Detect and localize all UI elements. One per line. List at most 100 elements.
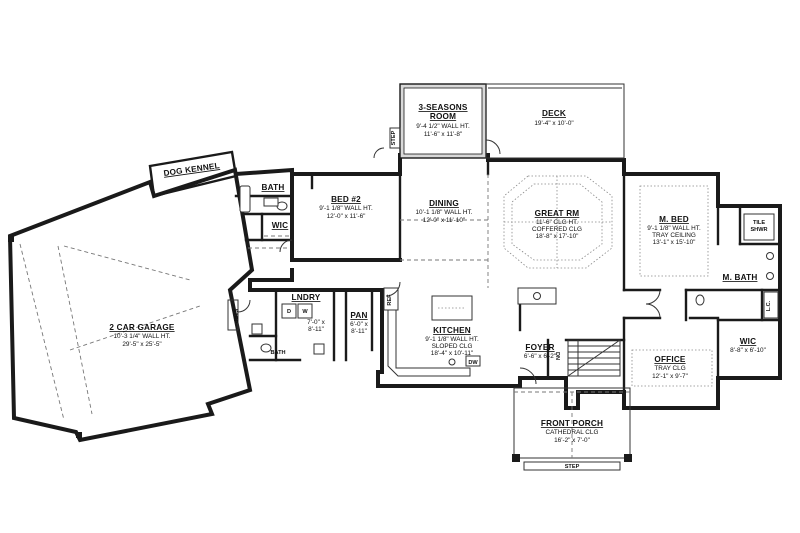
label-deck: DECK [542, 109, 566, 118]
house-exterior-wall [233, 153, 782, 410]
vanity [251, 323, 263, 335]
door-swing [279, 239, 293, 253]
door-swing [645, 289, 661, 305]
toilet [695, 294, 705, 306]
label-lc: L.C. [766, 300, 772, 311]
label-three-seasons-2: ROOM [430, 112, 456, 121]
front-porch [512, 387, 632, 471]
label-three-seasons-1: 3-SEASONS [418, 103, 467, 112]
bathtub [239, 185, 251, 213]
foyer-size: 6'-6" x 6'-2" [524, 353, 556, 360]
three-seasons-size: 11'-6" x 11'-8" [424, 131, 462, 138]
label-m-bed: M. BED [659, 215, 689, 224]
m-bed-ceiling: TRAY CEILING [652, 232, 696, 239]
label-bath-upper: BATH [262, 183, 285, 192]
shower [743, 213, 775, 241]
dryer [281, 303, 297, 319]
three-seasons-wall-ht: 9'-4 1/2" WALL HT. [416, 123, 470, 130]
front-porch-ceiling: CATHEDRAL CLG [546, 429, 599, 436]
garage-door-line [19, 243, 65, 421]
office-ceiling: TRAY CLG [654, 365, 685, 372]
pan-size-2: 8'-11" [351, 328, 367, 335]
label-kitchen: KITCHEN [433, 326, 471, 335]
porch-column [512, 454, 520, 462]
vanity [263, 197, 279, 207]
label-dining: DINING [429, 199, 459, 208]
bed2-wall-ht: 9'-1 1/8" WALL HT. [319, 205, 373, 212]
garage-wing [7, 150, 255, 443]
door-swing [237, 299, 251, 313]
tag-step-garage: STEP [232, 309, 238, 324]
fireplace-hearth [533, 292, 541, 300]
tag-dryer: D [287, 309, 291, 315]
great-rm-ceiling2: COFFERED CLG [532, 226, 582, 233]
front-porch-size: 16'-2" x 7'-0" [554, 437, 590, 444]
kitchen-wall-ht: 9'-1 1/8" WALL HT. [425, 336, 479, 343]
dining-size: 12'-0" x 11'-10" [423, 217, 465, 224]
lndry-size-2: 8'-11" [308, 326, 324, 333]
garage-ridge-line-2 [69, 305, 201, 351]
kitchen-size: 18'-4" x 10'-11" [431, 350, 473, 357]
interior-walls [234, 158, 782, 394]
door-swing [373, 147, 385, 159]
staircase [567, 339, 621, 377]
label-m-bath: M. BATH [723, 273, 758, 282]
kitchen-counter [387, 300, 471, 377]
pan-size-1: 6'-0" x [350, 321, 369, 328]
house-walls [233, 153, 782, 410]
label-bed2: BED #2 [331, 195, 361, 204]
seasons-and-deck [373, 83, 625, 159]
m-bed-wall-ht: 9'-1 1/8" WALL HT. [647, 225, 701, 232]
kitchen-sink [448, 358, 456, 366]
tag-step-seasons: STEP [391, 130, 397, 145]
door-swing [385, 281, 401, 297]
garage-step [227, 299, 239, 331]
bath-sink [766, 252, 774, 260]
label-wic-upper: WIC [272, 221, 289, 230]
deck-size: 19'-4" x 10'-0" [534, 120, 573, 127]
label-front-porch: FRONT PORCH [541, 419, 603, 428]
wic-master-size: 8'-8" x 6'-10" [730, 347, 766, 354]
washer [297, 303, 313, 319]
door-swing [519, 367, 537, 385]
three-seasons-interior [403, 87, 483, 155]
seasons-step [389, 127, 401, 149]
great-rm-size: 18'-8" x 17'-10" [536, 233, 579, 240]
garage-walls [7, 167, 255, 443]
dining-wall-ht: 10'-1 1/8" WALL HT. [415, 209, 472, 216]
label-wic-master: WIC [740, 337, 757, 346]
office-tray-ceiling [631, 349, 713, 387]
garage-corner-column [8, 236, 14, 242]
label-pan: PAN [350, 311, 367, 320]
garage-ridge-line [63, 245, 191, 281]
bath-sink [766, 272, 774, 280]
door-swing [645, 303, 661, 319]
coffered-ceiling-inner [511, 183, 603, 261]
deck-outline [485, 83, 625, 159]
toilet [260, 343, 272, 353]
bed2-size: 12'-0" x 11'-6" [327, 213, 366, 220]
m-bed-size: 13'-1" x 15'-10" [653, 239, 696, 246]
fixtures [237, 175, 779, 387]
garage-corner-column [76, 432, 82, 438]
label-foyer: FOYER [525, 343, 554, 352]
office-size: 12'-1" x 9'-7" [652, 373, 688, 380]
tray-ceiling [639, 185, 709, 277]
tag-dw: DW [468, 360, 478, 366]
label-tile-shwr-2: SHWR [750, 227, 767, 233]
label-bath-lower: BATH [270, 350, 285, 356]
tag-dn: DN [554, 352, 560, 360]
label-office: OFFICE [654, 355, 686, 364]
label-great-rm: GREAT RM [535, 209, 580, 218]
lndry-size-1: 7'-0" x [307, 319, 326, 326]
tag-step-porch: STEP [565, 464, 580, 470]
porch-column [624, 454, 632, 462]
dishwasher [465, 355, 481, 367]
laundry-sink [313, 343, 325, 355]
door-swing [485, 139, 501, 155]
label-lndry: LNDRY [292, 293, 321, 302]
kitchen-ceiling: SLOPED CLG [432, 343, 473, 350]
garage-wall-ht: 10'-3 1/4" WALL HT. [113, 333, 170, 340]
room-labels: DOG KENNEL 2 CAR GARAGE 10'-3 1/4" WALL … [109, 103, 772, 470]
